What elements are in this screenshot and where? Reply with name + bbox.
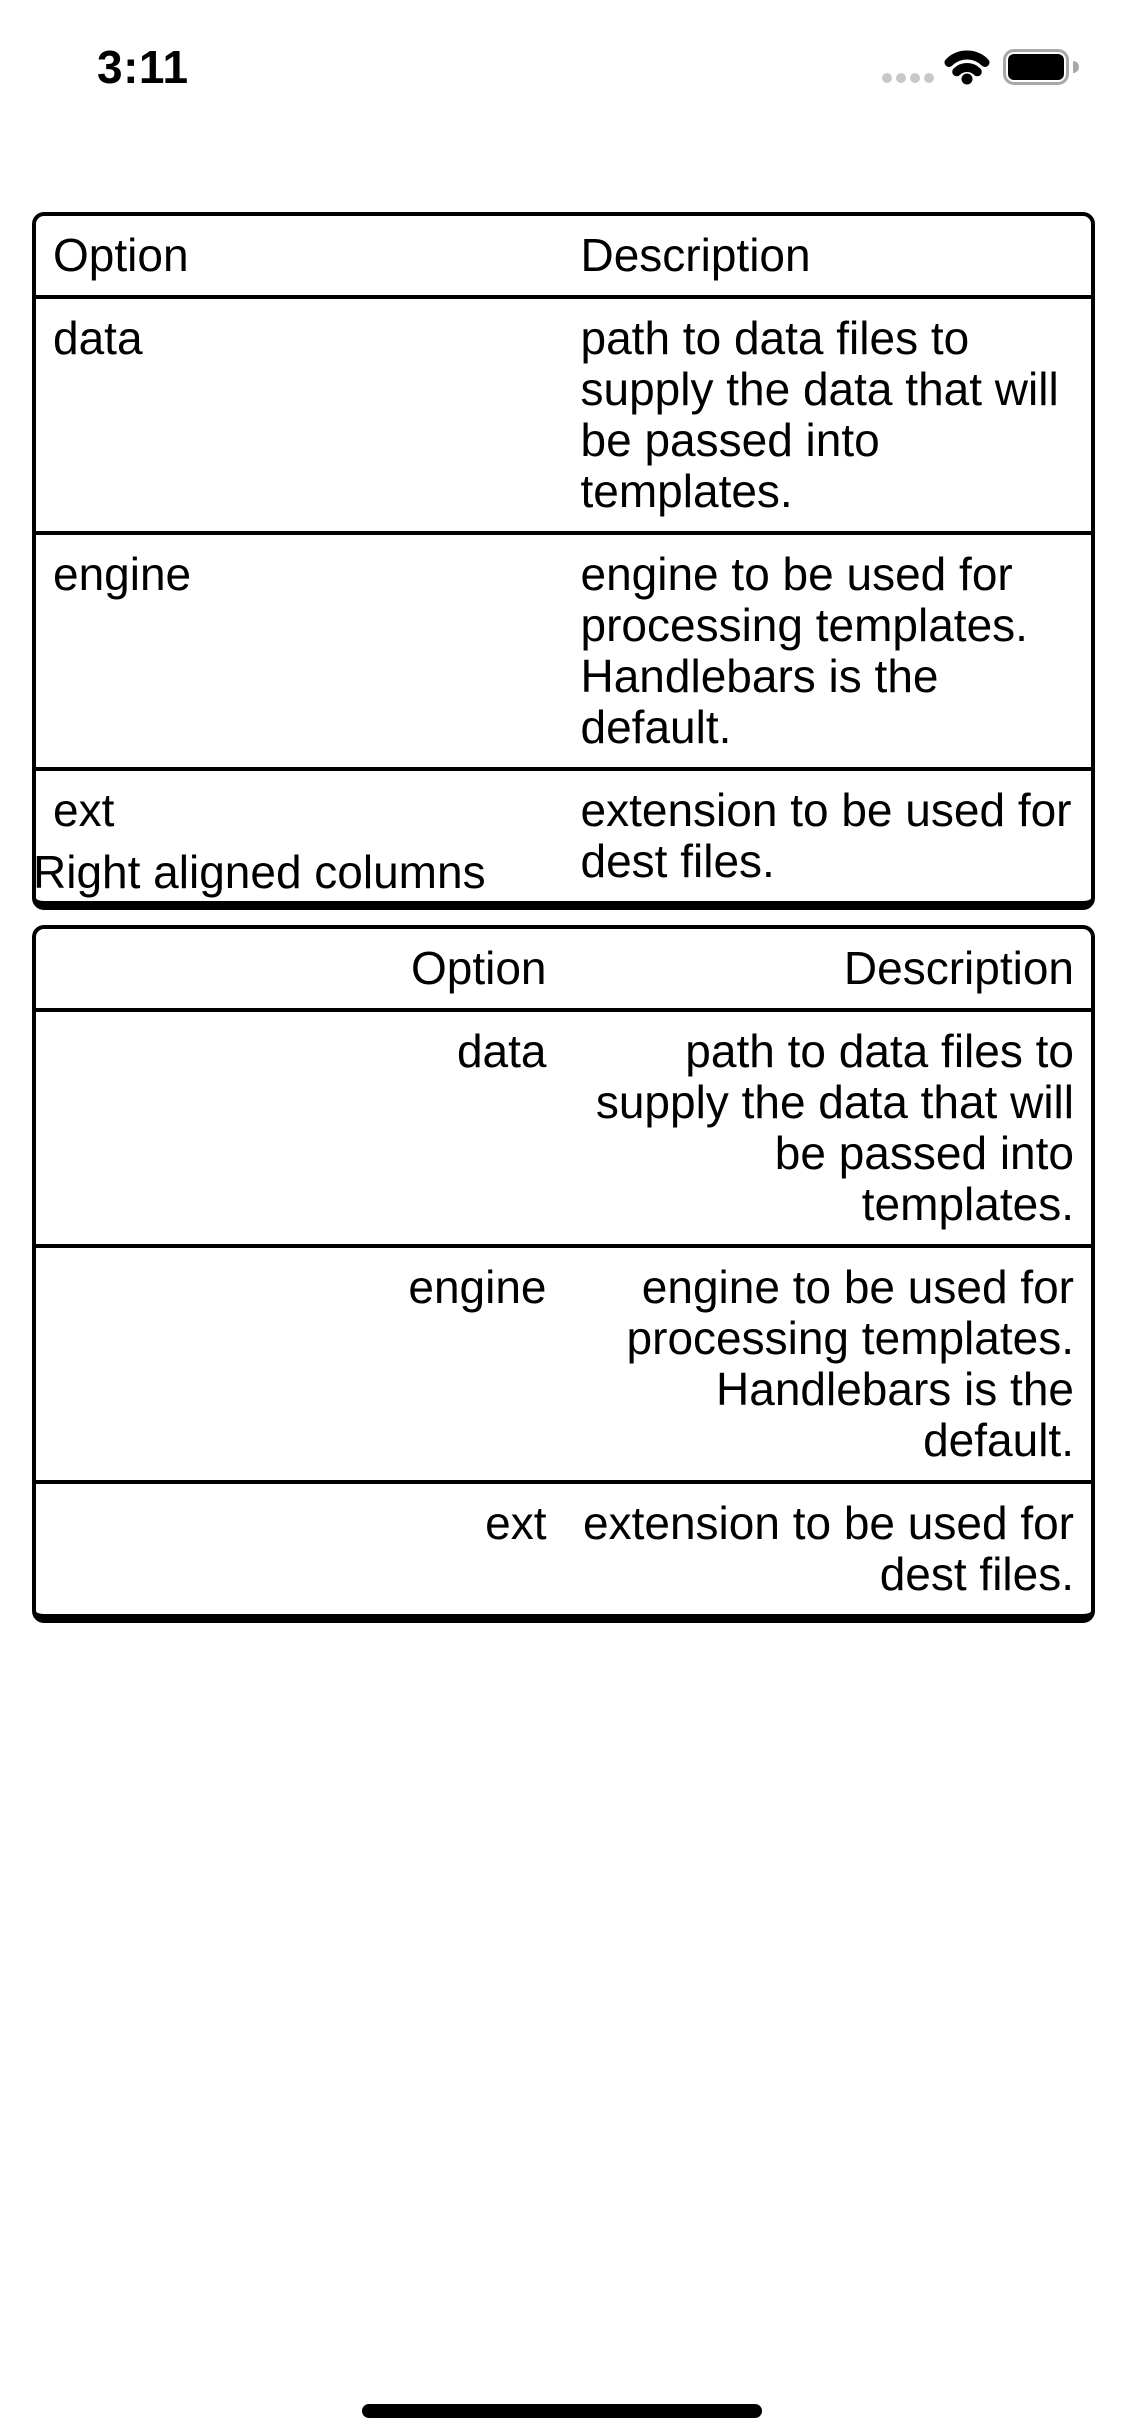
wifi-icon xyxy=(944,50,990,85)
status-bar: 3:11 xyxy=(0,0,1125,132)
cell-option: engine xyxy=(36,1244,564,1482)
signal-dot xyxy=(896,73,906,83)
battery-outline xyxy=(1003,49,1069,85)
cell-description: path to data files to supply the data th… xyxy=(563,295,1091,533)
battery-tip xyxy=(1073,61,1079,73)
battery-icon xyxy=(1003,49,1083,85)
status-time: 3:11 xyxy=(97,41,189,93)
table-row: engine engine to be used for processing … xyxy=(36,1244,1091,1482)
cellular-no-signal-dots-icon xyxy=(882,73,934,83)
column-header-option: Option xyxy=(53,229,189,281)
table-right-aligned: Option Description data path to data fil… xyxy=(32,925,1095,1623)
cell-description: path to data files to supply the data th… xyxy=(563,1008,1091,1246)
cell-description: engine to be used for processing templat… xyxy=(563,531,1091,769)
signal-dot xyxy=(882,73,892,83)
table-left-aligned: Option Description data path to data fil… xyxy=(32,212,1095,910)
table-row: ext extension to be used for dest files. xyxy=(36,1480,1091,1614)
cell-description: engine to be used for processing templat… xyxy=(563,1244,1091,1482)
column-header-description: Description xyxy=(843,942,1074,994)
markdown-content[interactable]: Option Description data path to data fil… xyxy=(0,132,1125,2302)
table-row: ext extension to be used for dest files. xyxy=(36,767,1091,901)
section-caption: Right aligned columns xyxy=(33,846,486,898)
table-row: data path to data files to supply the da… xyxy=(36,295,1091,533)
column-header-description: Description xyxy=(580,229,811,281)
cell-option: ext xyxy=(36,1480,564,1614)
cell-option: data xyxy=(36,1008,564,1246)
cell-description: extension to be used for dest files. xyxy=(563,1480,1091,1614)
table-row: engine engine to be used for processing … xyxy=(36,531,1091,769)
cell-option: data xyxy=(36,295,564,533)
cell-description: extension to be used for dest files. xyxy=(563,767,1091,901)
battery-fill xyxy=(1008,54,1064,80)
cell-option: ext xyxy=(36,767,564,901)
table-row: data path to data files to supply the da… xyxy=(36,1008,1091,1246)
signal-dot xyxy=(924,73,934,83)
table-header-row: Option Description xyxy=(36,216,1091,297)
signal-dot xyxy=(910,73,920,83)
column-header-option: Option xyxy=(410,942,547,994)
home-indicator[interactable] xyxy=(362,2404,762,2418)
cell-option: engine xyxy=(36,531,564,769)
table-header-row: Option Description xyxy=(36,929,1091,1010)
